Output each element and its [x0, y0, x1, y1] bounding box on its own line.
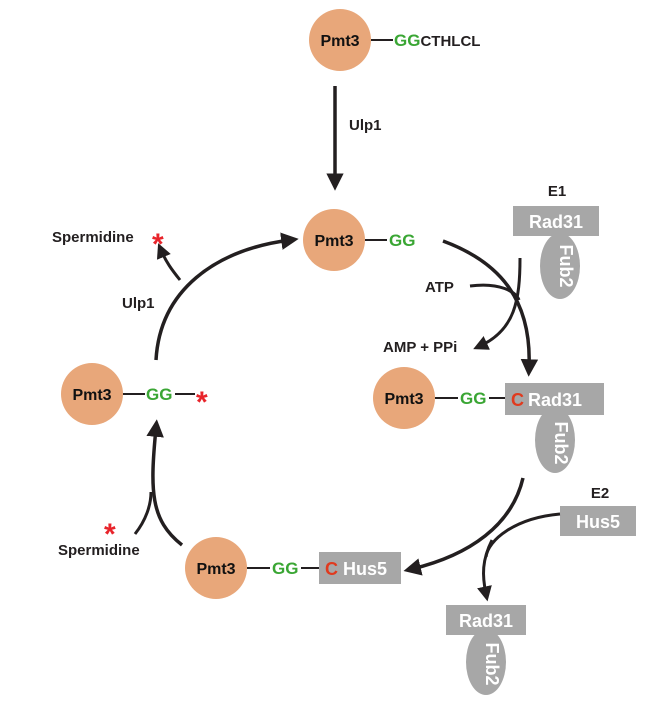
- amp-ppi-label: AMP + PPi: [383, 339, 457, 356]
- e1-release-arrow: [477, 539, 494, 602]
- modification-star-icon: *: [196, 386, 208, 419]
- fub2-shape: [540, 233, 580, 299]
- pmt3-e1-thioester: Pmt3 GG C Rad31 Fub2: [373, 367, 604, 473]
- pmt3-circle: [373, 367, 435, 429]
- spermidine-star-icon: *: [104, 518, 116, 551]
- e2-label: E2: [591, 485, 609, 502]
- ulp1-recycling-step: Ulp1 Spermidine *: [52, 228, 299, 361]
- atp-input-arrow: [469, 283, 521, 301]
- fub2-shape: [535, 407, 575, 473]
- pmt3-circle: [303, 209, 365, 271]
- spermidine-label: Spermidine: [58, 542, 140, 559]
- hus5-box: [319, 552, 401, 584]
- ulp1-label-top: Ulp1: [349, 117, 382, 134]
- precursor-pmt3: Pmt3 GGCTHLCL: [309, 9, 480, 71]
- spermidine-release-arrow: [156, 243, 182, 281]
- fub2-label: Fub2: [551, 422, 571, 465]
- mature-pmt3: Pmt3 GG: [303, 209, 415, 271]
- e2-transfer-step: E2 Hus5: [403, 477, 636, 602]
- gg-label: GGCTHLCL: [394, 31, 480, 50]
- e1-complex: E1 Rad31 Fub2: [513, 183, 599, 299]
- pmt3-label: Pmt3: [72, 387, 111, 404]
- rad31-box: [446, 605, 526, 635]
- pmt3-circle: [185, 537, 247, 599]
- spermidine-join-arrow: [133, 491, 153, 535]
- atp-label: ATP: [425, 279, 454, 296]
- e1-activation-step: ATP AMP + PPi: [383, 239, 539, 377]
- pmt3-label: Pmt3: [320, 33, 359, 50]
- rad31-box: [505, 383, 604, 415]
- fub2-label: Fub2: [482, 643, 502, 686]
- pmt3-circle: [61, 363, 123, 425]
- modification-arrow: [146, 419, 184, 547]
- cysteine-label: C: [325, 559, 338, 579]
- released-e1: Rad31 Fub2: [446, 605, 526, 695]
- recycling-arrow: [154, 232, 299, 361]
- rad31-label: Rad31: [529, 212, 583, 232]
- amp-output-arrow: [473, 257, 522, 350]
- gg-label: GG: [146, 385, 172, 404]
- transfer-arrow: [403, 477, 525, 576]
- hus5-label: Hus5: [343, 559, 387, 579]
- activation-arrow: [442, 239, 539, 377]
- fub2-label: Fub2: [556, 245, 576, 288]
- gg-label: GG: [389, 231, 415, 250]
- pmt3-label: Pmt3: [314, 233, 353, 250]
- hus5-label: Hus5: [576, 512, 620, 532]
- modified-pmt3: Pmt3 GG *: [61, 363, 208, 425]
- rad31-label: Rad31: [459, 611, 513, 631]
- ulp1-processing-step: Ulp1: [326, 86, 382, 191]
- spermidine-release-star-icon: *: [152, 228, 164, 261]
- gg-label: GG: [272, 559, 298, 578]
- pmt3-label: Pmt3: [196, 561, 235, 578]
- ulp1-label-cycle: Ulp1: [122, 295, 155, 312]
- spermidine-release-label: Spermidine: [52, 229, 134, 246]
- cysteine-label: C: [511, 390, 524, 410]
- pmt3-label: Pmt3: [384, 391, 423, 408]
- e1-label: E1: [548, 183, 566, 200]
- spermidine-input: * Spermidine: [58, 419, 184, 559]
- hus5-input-arrow: [484, 512, 561, 558]
- rad31-label: Rad31: [528, 390, 582, 410]
- pmt3-circle: [309, 9, 371, 71]
- fub2-shape: [466, 629, 506, 695]
- hus5-box: [560, 506, 636, 536]
- rad31-box: [513, 206, 599, 236]
- pmt3-e2-thioester: Pmt3 GG C Hus5: [185, 537, 401, 599]
- gg-label: GG: [460, 389, 486, 408]
